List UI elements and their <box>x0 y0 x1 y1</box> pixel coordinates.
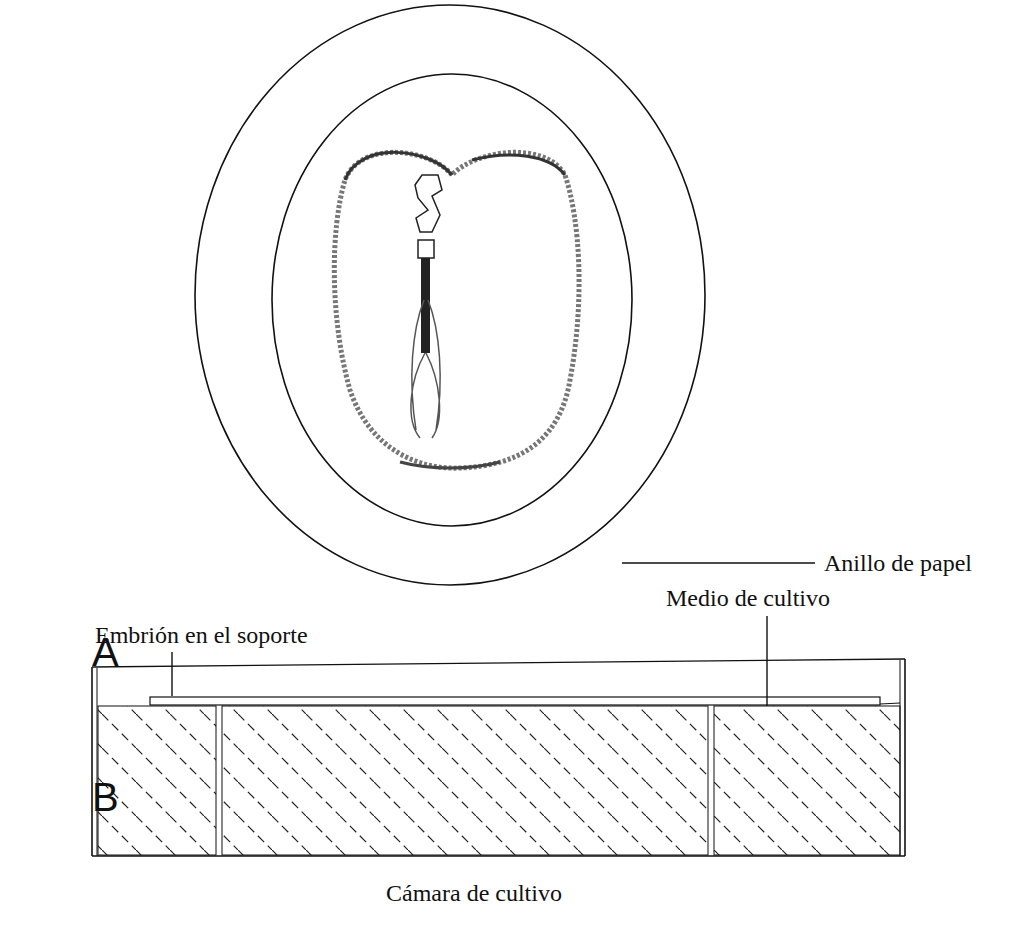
chamber-lid <box>92 659 905 667</box>
embryo-outline <box>334 152 579 468</box>
chamber-wall <box>91 667 93 856</box>
part-label: Cámara de cultivo <box>386 880 562 906</box>
leader-line <box>171 652 172 696</box>
paper-ring-outer <box>195 5 705 585</box>
primitive-streak <box>411 300 440 438</box>
paper-ring-inner <box>272 74 632 526</box>
embryo-support <box>150 697 880 705</box>
head-fold <box>415 175 442 232</box>
embryo-edge <box>345 152 452 180</box>
chamber-wall <box>97 668 98 856</box>
part-label: Anillo de papel <box>824 550 972 576</box>
culture-medium <box>222 706 708 855</box>
node <box>418 240 434 258</box>
culture-medium <box>714 706 900 855</box>
embryo-edge <box>400 462 500 468</box>
part-label: Embrión en el soporte <box>95 622 308 648</box>
part-label: Medio de cultivo <box>666 585 830 611</box>
embryo-edge <box>472 155 565 175</box>
leader-line <box>622 562 815 563</box>
medium-surface <box>880 703 900 704</box>
panel-letter: B <box>92 775 119 819</box>
chamber-wall <box>904 659 906 856</box>
leader-line <box>766 616 767 706</box>
